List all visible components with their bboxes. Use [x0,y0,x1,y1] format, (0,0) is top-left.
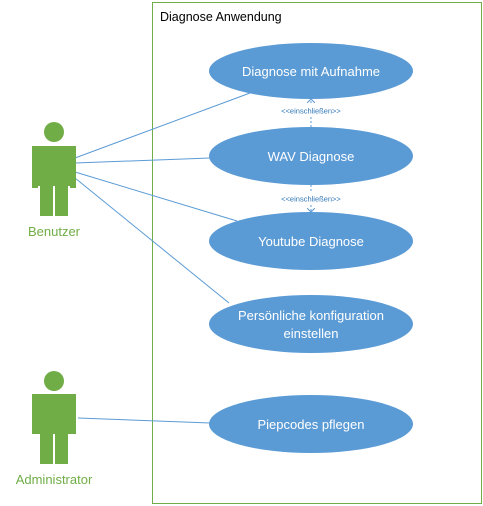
use-case-youtube-label: Youtube Diagnose [258,234,364,249]
actor-user[interactable]: Benutzer [28,122,81,239]
system-title: Diagnose Anwendung [160,10,282,24]
include-label-bg-2 [272,193,352,204]
use-case-config-label-line1: Persönliche konfiguration [238,308,384,323]
use-case-wav-label: WAV Diagnose [268,149,355,164]
use-case-record[interactable]: Diagnose mit Aufnahme [209,43,413,99]
actor-admin-label: Administrator [16,472,93,487]
include-label-2: <<einschließen>> [281,195,341,204]
use-case-record-label: Diagnose mit Aufnahme [242,64,380,79]
include-label-bg-1 [272,105,352,116]
use-case-piepcodes-label: Piepcodes pflegen [258,417,365,432]
association-user-wav [74,157,211,164]
actor-admin[interactable]: Administrator [16,371,93,487]
use-case-config[interactable]: Persönliche konfiguration einstellen [209,295,413,353]
use-case-wav[interactable]: WAV Diagnose [209,127,413,185]
association-user-youtube [74,171,238,222]
actor-user-label: Benutzer [28,224,81,239]
use-case-config-label-line2: einstellen [284,326,339,341]
association-admin-piepcodes [77,417,211,424]
association-user-config [74,177,230,304]
system-boundary [152,2,482,504]
use-case-piepcodes[interactable]: Piepcodes pflegen [209,395,413,453]
stick-figure-actor-icon [32,371,76,464]
association-user-record [74,92,251,159]
include-label-1: <<einschließen>> [281,107,341,116]
stick-figure-actor-icon [32,122,76,216]
use-case-youtube[interactable]: Youtube Diagnose [209,212,413,270]
